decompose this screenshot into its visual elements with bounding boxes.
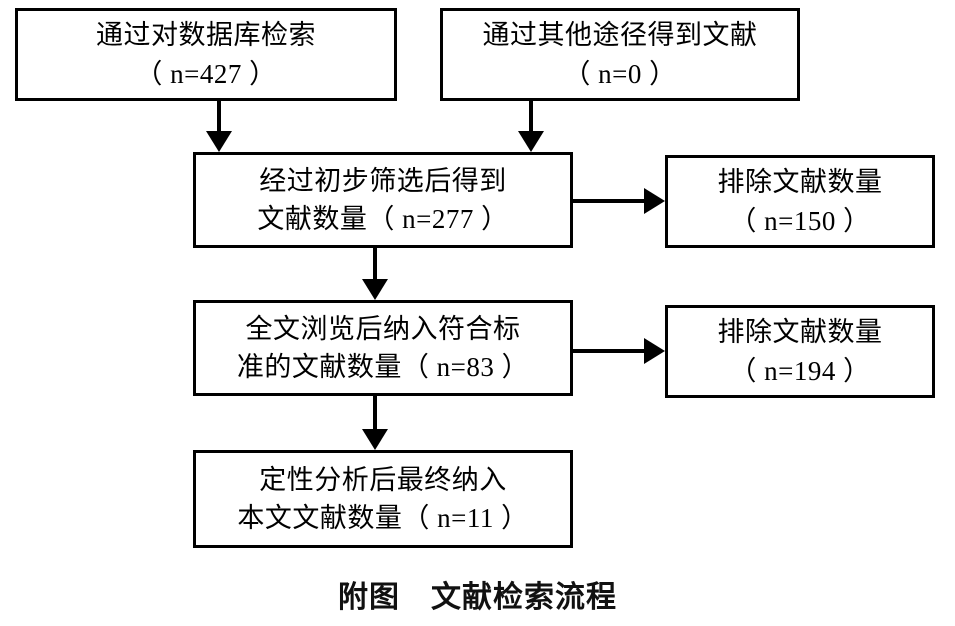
arrow-down-icon xyxy=(206,131,232,152)
screened-records-box: 经过初步筛选后得到 文献数量（ n=277 ） xyxy=(193,152,573,248)
arrow-right-icon xyxy=(644,188,665,214)
other-sources-box: 通过其他途径得到文献 （ n=0 ） xyxy=(440,8,800,101)
database-search-line-2: （ n=427 ） xyxy=(135,58,277,89)
edge-full-text-to-final xyxy=(373,396,377,434)
full-text-included-box: 全文浏览后纳入符合标 准的文献数量（ n=83 ） xyxy=(193,300,573,396)
final-included-line-1: 定性分析后最终纳入 xyxy=(259,464,507,495)
full-text-line-2: 准的文献数量（ n=83 ） xyxy=(236,352,530,382)
edge-database-to-screened xyxy=(217,101,221,138)
full-text-line-1: 全文浏览后纳入符合标 xyxy=(245,313,521,344)
screened-records-line-2: 文献数量（ n=277 ） xyxy=(257,204,509,234)
final-included-box: 定性分析后最终纳入 本文文献数量（ n=11 ） xyxy=(193,450,573,548)
final-included-line-2: 本文文献数量（ n=11 ） xyxy=(237,503,529,533)
screened-records-line-1: 经过初步筛选后得到 xyxy=(259,165,507,196)
other-sources-line-2: （ n=0 ） xyxy=(563,58,677,89)
database-search-line-1: 通过对数据库检索 xyxy=(96,20,316,51)
excluded-1-line-1: 排除文献数量 xyxy=(717,167,883,198)
edge-full-text-to-excluded-2 xyxy=(573,349,651,353)
other-sources-line-1: 通过其他途径得到文献 xyxy=(482,20,758,51)
arrow-down-icon xyxy=(362,279,388,300)
arrow-down-icon xyxy=(518,131,544,152)
database-search-box: 通过对数据库检索 （ n=427 ） xyxy=(15,8,397,101)
excluded-records-box-2: 排除文献数量 （ n=194 ） xyxy=(665,305,935,398)
arrow-down-icon xyxy=(362,429,388,450)
excluded-records-box-1: 排除文献数量 （ n=150 ） xyxy=(665,155,935,248)
arrow-right-icon xyxy=(644,338,665,364)
figure-caption: 附图 文献检索流程 xyxy=(338,581,617,614)
edge-other-to-screened xyxy=(529,101,533,138)
edge-screened-to-excluded-1 xyxy=(573,199,651,203)
excluded-2-line-2: （ n=194 ） xyxy=(729,355,871,386)
excluded-2-line-1: 排除文献数量 xyxy=(717,317,883,348)
excluded-1-line-2: （ n=150 ） xyxy=(729,205,871,236)
edge-screened-to-full-text xyxy=(373,248,377,285)
